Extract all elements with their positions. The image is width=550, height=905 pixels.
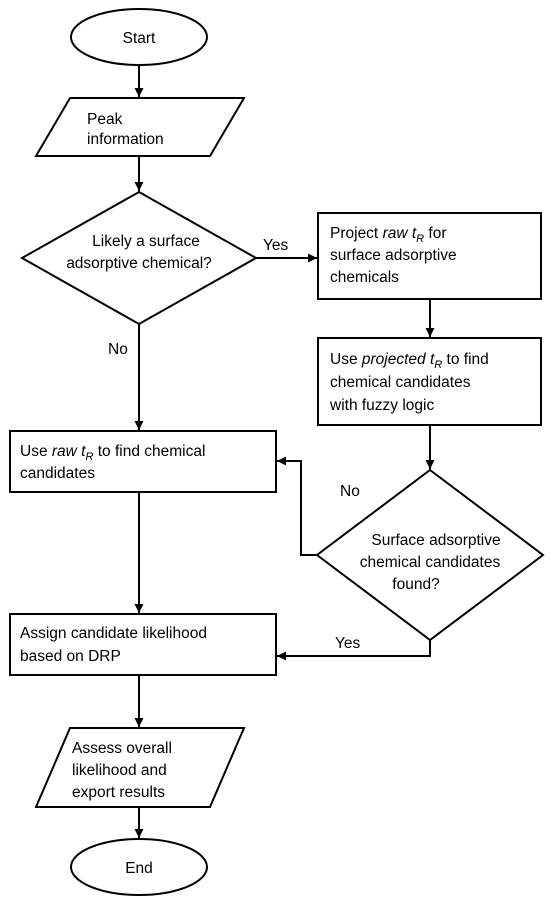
end-terminal: [70, 838, 208, 896]
assess-label-line2: likelihood and: [72, 762, 167, 779]
decision-surface-line1: Likely a surface: [92, 233, 200, 250]
assess-overall-parallelogram: [34, 727, 246, 808]
use-projected-label-line3: with fuzzy logic: [329, 397, 434, 414]
peak-information-label-line1: Peak: [87, 111, 123, 128]
project-label-line3: chemicals: [330, 269, 399, 286]
edge-label-yes-bottom: Yes: [335, 635, 361, 652]
peak-information-parallelogram: [34, 97, 246, 157]
project-label-line2: surface adsorptive: [330, 247, 457, 264]
peak-information-label-line2: information: [87, 131, 164, 148]
use-raw-label-line1: Use raw tR to find chemical: [20, 443, 205, 463]
arrow-no-to-use-raw-from-decision: [277, 456, 317, 556]
edge-label-yes-top: Yes: [263, 237, 289, 254]
use-raw-tr-process: [9, 430, 277, 493]
edge-label-no-right: No: [340, 483, 360, 500]
assign-label-line2: based on DRP: [20, 648, 121, 665]
assign-likelihood-process: [9, 613, 277, 676]
decision-found-line1: Surface adsorptive: [371, 532, 500, 549]
start-label: Start: [123, 30, 156, 47]
use-projected-label-line1: Use projected tR to find: [330, 351, 489, 371]
use-projected-tr-process: [317, 337, 542, 426]
assess-label-line1: Assess overall: [72, 740, 172, 757]
decision-found-line3: found?: [392, 576, 440, 593]
end-label: End: [125, 860, 153, 877]
assign-label-line1: Assign candidate likelihood: [20, 625, 207, 642]
edge-label-no-left: No: [108, 341, 128, 358]
use-projected-label-line2: chemical candidates: [330, 374, 471, 391]
assess-label-line3: export results: [72, 784, 165, 801]
decision-found-line2: chemical candidates: [360, 554, 501, 571]
arrow-yes-to-assign: [277, 640, 431, 661]
use-raw-label-line2: candidates: [20, 465, 95, 482]
decision-surface-line2: adsorptive chemical?: [66, 255, 212, 272]
project-label-line1: Project raw tR for: [330, 225, 447, 245]
